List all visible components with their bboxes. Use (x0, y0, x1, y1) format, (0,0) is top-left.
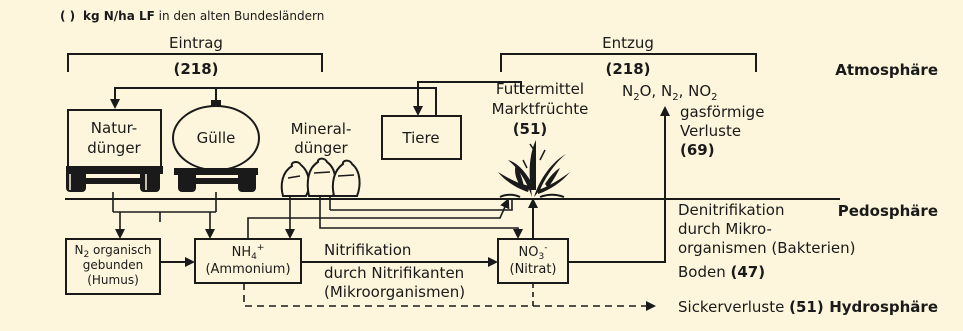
denitrification-line-2: durch Mikro- (678, 220, 772, 238)
mineralduenger-label-1: Mineral- (291, 120, 352, 138)
gas-line-2: Verluste (680, 122, 741, 140)
ammonium-formula: NH4+ (232, 243, 265, 262)
naturduenger-wagon (66, 109, 163, 192)
legend: ( ) kg N/ha LF in den alten Bundesländer… (60, 9, 324, 23)
humus-label-2: gebunden (83, 258, 143, 272)
output-bracket (500, 53, 757, 72)
humus-box (65, 238, 161, 295)
guelle-tank (172, 100, 260, 192)
legend-unit: kg N/ha LF (83, 9, 155, 23)
input-value: (218) (173, 60, 218, 78)
ammonium-box (194, 238, 302, 284)
humus-label-3: (Humus) (87, 273, 139, 287)
nitrification-label: Nitrifikation (324, 241, 411, 259)
denitrification-line-1: Denitrifikation (678, 201, 784, 219)
mineral-to-nitrate-arrow (319, 196, 523, 239)
nitrate-formula: NO3- (519, 243, 548, 262)
soil-label: Boden (47) (678, 263, 765, 281)
fertilizer-sacks-icon (280, 157, 361, 197)
sphere-pedosphere: Pedosphäre (838, 202, 938, 220)
legend-paren: ( ) (60, 9, 75, 23)
gas-value: (69) (680, 141, 715, 159)
crops-to-tiere-arrow (413, 81, 522, 116)
sphere-hydrosphere: Hydrosphäre (829, 298, 938, 316)
denitrification-line-3: organismen (Bakterien) (678, 239, 855, 257)
naturduenger-label-1: Natur- (91, 119, 137, 137)
crops-line-2: Marktfrüchte (492, 100, 589, 118)
tiere-box (381, 115, 462, 160)
sphere-atmosphere: Atmosphäre (835, 61, 938, 79)
tiere-to-manure-arrow (110, 87, 437, 116)
humus-label-1: N2 organisch (75, 243, 152, 260)
guelle-label: Gülle (197, 129, 236, 147)
output-value: (218) (605, 60, 650, 78)
tiere-label: Tiere (401, 129, 439, 147)
nitrification-agent-1: durch Nitrifikanten (324, 264, 464, 282)
input-title: Eintrag (169, 34, 223, 52)
gas-line-1: gasförmige (680, 103, 764, 121)
leaching-label: Sickerverluste (51) (678, 298, 824, 316)
mineral-to-plant-line (330, 200, 513, 211)
nitrate-to-gas-arrow (568, 106, 670, 263)
crops-line-1: Futtermittel (496, 80, 584, 98)
gas-formulas: N2O, N2, NO2 (622, 82, 718, 103)
crops-value: (51) (513, 120, 548, 138)
nitrification-agent-2: (Mikroorganismen) (324, 283, 465, 301)
nitrate-label: (Nitrat) (510, 262, 557, 277)
legend-rest: in den alten Bundesländern (159, 9, 325, 23)
ammonium-label: (Ammonium) (205, 262, 290, 277)
naturduenger-label-2: dünger (87, 139, 141, 157)
plant-icon (498, 140, 570, 198)
input-bracket (67, 53, 323, 72)
ammonium-to-plant-arrow (247, 198, 510, 239)
output-title: Entzug (602, 34, 654, 52)
mineralduenger-label-2: dünger (294, 139, 348, 157)
